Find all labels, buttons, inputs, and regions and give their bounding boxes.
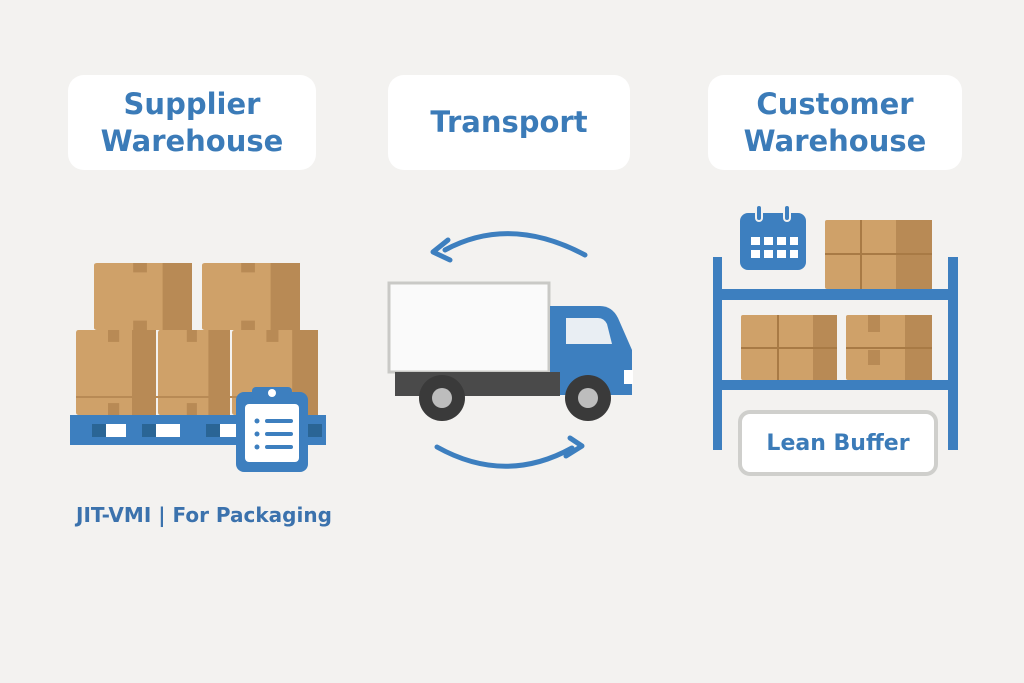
box-icon xyxy=(741,220,932,380)
shelf-icon xyxy=(713,257,958,450)
cycle-arrows-icon xyxy=(430,231,588,469)
truck-icon xyxy=(387,281,633,421)
clipboard-icon xyxy=(236,387,308,472)
transport-title: Transport xyxy=(430,105,588,139)
customer-title-line2: Warehouse xyxy=(743,123,927,158)
supplier-caption: JIT-VMI | For Packaging xyxy=(76,503,332,527)
supplier-title-line1: Supplier xyxy=(123,86,261,121)
calendar-icon xyxy=(740,204,806,270)
transport-card: Transport xyxy=(388,75,630,170)
lean-buffer-label: Lean Buffer xyxy=(738,410,938,476)
customer-title-line1: Customer xyxy=(756,86,914,121)
supplier-title-line2: Warehouse xyxy=(100,123,284,158)
